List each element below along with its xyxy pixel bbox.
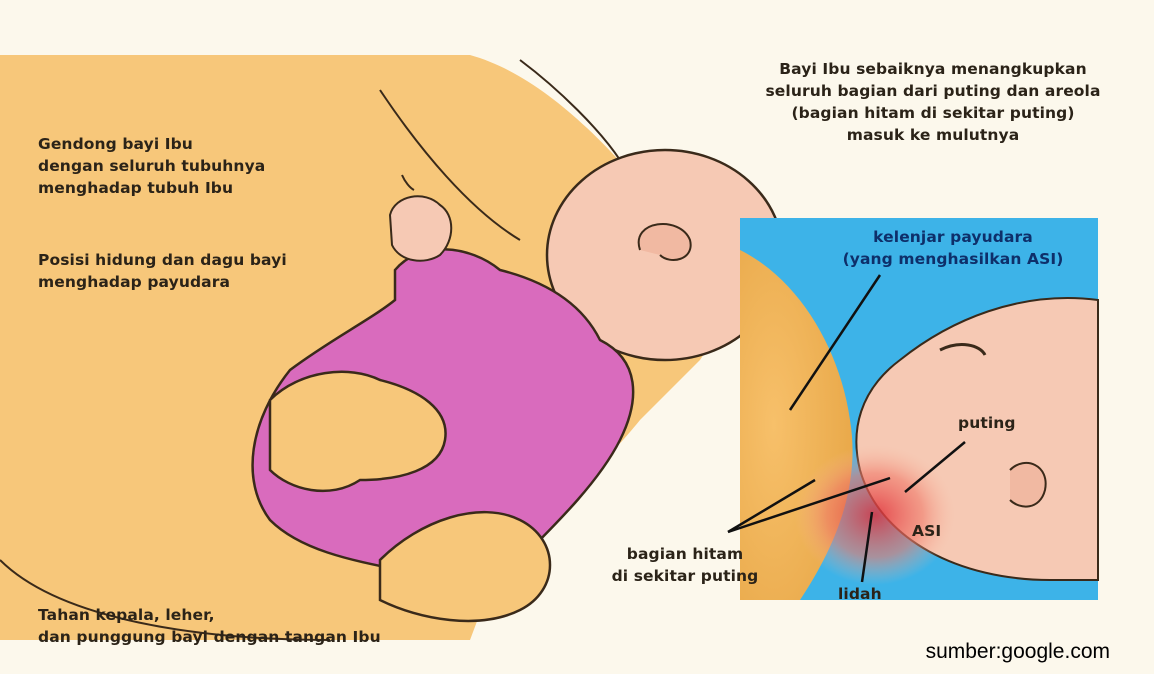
support-line-1: Tahan kepala, leher, [38,604,381,626]
nose-instruction-label: Posisi hidung dan dagu bayi menghadap pa… [38,249,287,293]
nose-line-1: Posisi hidung dan dagu bayi [38,249,287,271]
gland-line-2: (yang menghasilkan ASI) [808,248,1098,270]
source-credit: sumber:google.com [926,640,1110,664]
inset-baby-ear [1010,463,1046,507]
support-instruction-label: Tahan kepala, leher, dan punggung bayi d… [38,604,381,648]
nose-line-2: menghadap payudara [38,271,287,293]
gland-line-1: kelenjar payudara [808,226,1098,248]
tongue-label: lidah [838,583,882,605]
gland-label: kelenjar payudara (yang menghasilkan ASI… [808,226,1098,270]
areola-line-1: bagian hitam [590,543,780,565]
latch-line-3: (bagian hitam di sekitar puting) [712,102,1154,124]
milk-label: ASI [912,520,941,542]
latch-line-1: Bayi Ibu sebaiknya menangkupkan [712,58,1154,80]
support-line-2: dan punggung bayi dengan tangan Ibu [38,626,381,648]
nipple-label: puting [958,412,1016,434]
mouth-area [795,445,955,585]
baby-fist [390,196,451,260]
hold-instruction-label: Gendong bayi Ibu dengan seluruh tubuhnya… [38,133,265,199]
latch-instruction-label: Bayi Ibu sebaiknya menangkupkan seluruh … [712,58,1154,146]
latch-line-4: masuk ke mulutnya [712,124,1154,146]
areola-line-2: di sekitar puting [590,565,780,587]
areola-label: bagian hitam di sekitar puting [590,543,780,587]
hold-line-2: dengan seluruh tubuhnya [38,155,265,177]
hold-line-3: menghadap tubuh Ibu [38,177,265,199]
latch-line-2: seluruh bagian dari puting dan areola [712,80,1154,102]
hold-line-1: Gendong bayi Ibu [38,133,265,155]
